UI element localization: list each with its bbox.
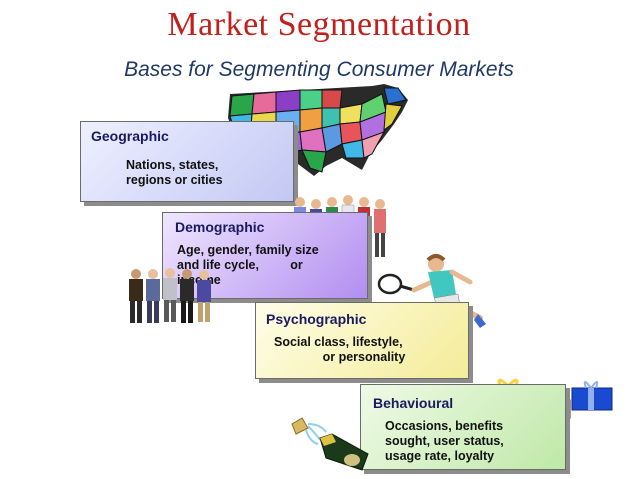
segment-psychographic: Psychographic Social class, lifestyle, o… [255, 302, 469, 379]
segment-label: Behavioural [373, 395, 454, 411]
segment-label: Demographic [175, 219, 265, 235]
segment-description: Occasions, benefits sought, user status,… [385, 419, 504, 463]
page-subtitle: Bases for Segmenting Consumer Markets [124, 58, 514, 81]
champagne-bottle-icon [291, 417, 369, 471]
segment-description: Social class, lifestyle, or personality [274, 335, 406, 364]
segment-label: Geographic [91, 128, 169, 144]
segment-behavioural: Behavioural Occasions, benefits sought, … [360, 384, 566, 470]
page-title: Market Segmentation [167, 6, 471, 43]
segment-description: Nations, states, regions or cities [126, 158, 223, 187]
business-people-icon [129, 268, 211, 323]
segment-geographic: Geographic Nations, states, regions or c… [80, 121, 294, 202]
segment-label: Psychographic [266, 311, 367, 327]
